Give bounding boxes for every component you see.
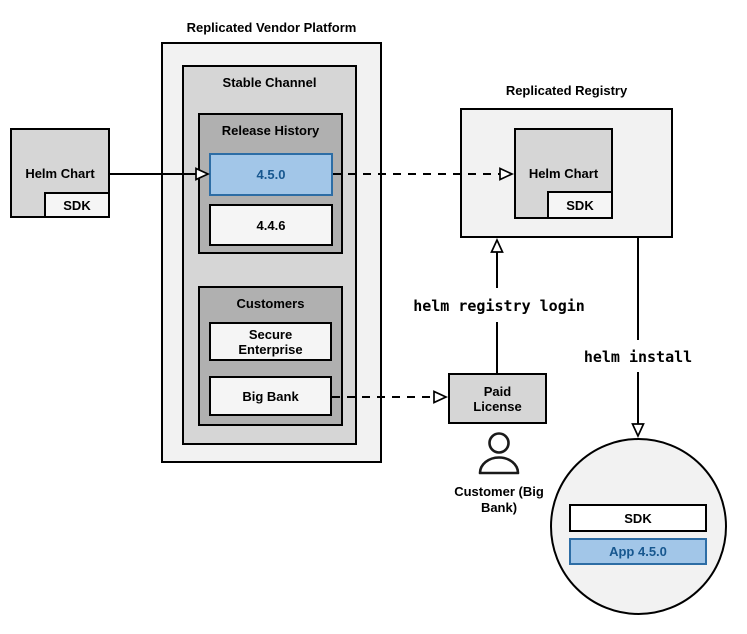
release-450-box: 4.5.0 (209, 153, 333, 196)
command-install-label: helm install (583, 348, 693, 366)
arrow-registry-to-cluster (631, 238, 645, 439)
release-history-title: Release History (221, 123, 320, 138)
cluster-app-box: App 4.5.0 (569, 538, 707, 565)
stable-channel-title: Stable Channel (222, 75, 317, 90)
customer-label: Customer (Big Bank) (454, 484, 544, 515)
customer-big-bank-box: Big Bank (209, 376, 332, 416)
customer-secure-enterprise-box: Secure Enterprise (209, 322, 332, 361)
helm-chart-source-sdk-box: SDK (44, 192, 110, 218)
command-registry-login-label: helm registry login (413, 297, 585, 315)
person-icon (478, 432, 520, 475)
helm-chart-source-label: Helm Chart (25, 165, 95, 181)
cluster-sdk-box: SDK (569, 504, 707, 532)
vendor-platform-title: Replicated Vendor Platform (186, 20, 357, 35)
registry-helm-chart-label: Helm Chart (528, 166, 599, 181)
customers-title: Customers (236, 296, 305, 311)
registry-sdk-box: SDK (547, 191, 613, 219)
registry-title: Replicated Registry (505, 83, 628, 98)
release-446-box: 4.4.6 (209, 204, 333, 246)
paid-license-box: Paid License (448, 373, 547, 424)
